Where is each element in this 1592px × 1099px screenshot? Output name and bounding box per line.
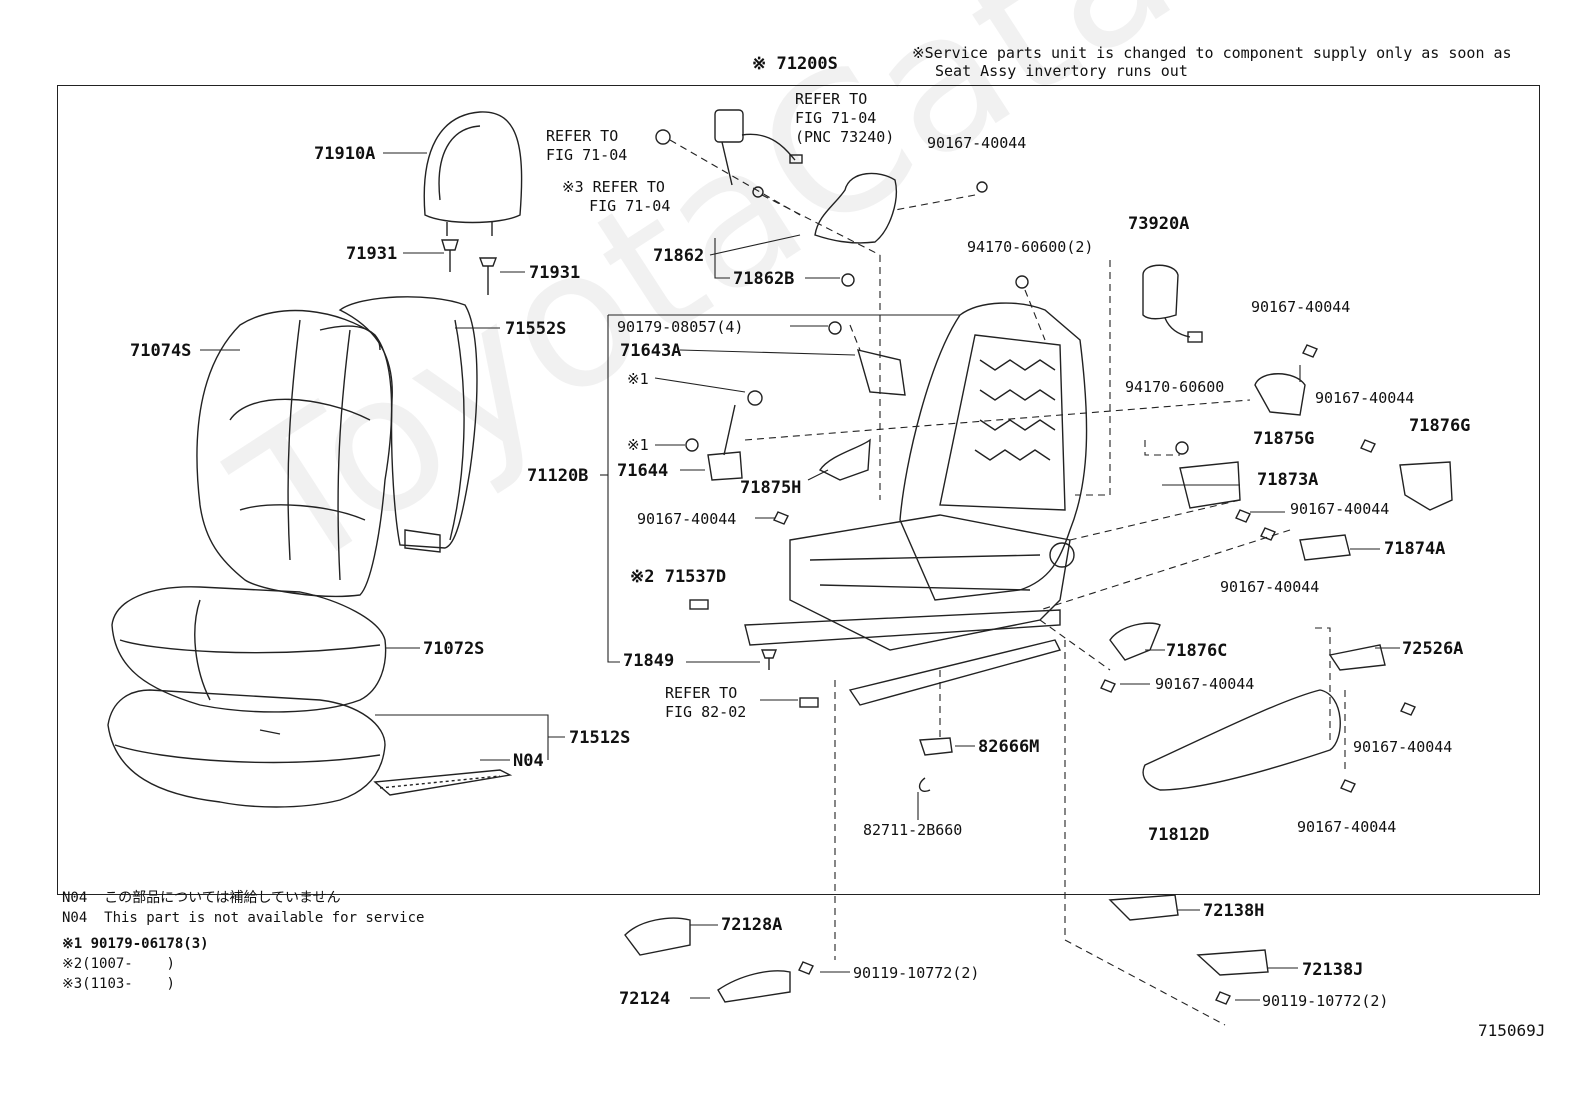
header-note-line2: Seat Assy invertory runs out	[935, 62, 1188, 80]
part-label-71876g: 71876G	[1409, 416, 1471, 436]
part-label-82666m: 82666M	[978, 737, 1040, 757]
part-label-90167-r4: 90167-40044	[1220, 578, 1320, 596]
lever-72526a	[1328, 644, 1386, 671]
shield-71812d	[1142, 689, 1341, 791]
part-label-71849: 71849	[623, 651, 675, 671]
footnote-star1: ※1 90179-06178(3)	[62, 936, 209, 952]
part-label-71862: 71862	[653, 246, 705, 266]
part-label-90167-r1: 90167-40044	[1251, 298, 1351, 316]
part-label-71910a: 71910A	[314, 144, 376, 164]
diagram-frame	[57, 85, 1540, 895]
seat-frame-drawing	[744, 302, 1088, 706]
footnote-star2: ※2(1007- )	[62, 956, 175, 972]
part-label-71874a: 71874A	[1384, 539, 1446, 559]
seatback-pad-drawing	[338, 296, 478, 553]
part-label-94170: 94170-60600	[1125, 378, 1225, 396]
part-label-71120b: 71120B	[527, 466, 589, 486]
part-label-90167-r6: 90167-40044	[1297, 818, 1397, 836]
leader-lines	[200, 152, 1400, 1001]
footnote-marker-1b: ※1	[627, 436, 649, 454]
n04-part-drawing	[373, 769, 513, 796]
part-label-71931-a: 71931	[346, 244, 398, 264]
part-label-90119-b: 90119-10772(2)	[1262, 992, 1389, 1010]
part-label-90167-left: 90167-40044	[637, 510, 737, 528]
cover-72138h	[1108, 894, 1179, 921]
footnote-marker-1a: ※1	[627, 370, 649, 388]
headrest-drawing	[423, 111, 523, 295]
part-label-71552s: 71552S	[505, 319, 567, 339]
part-label-72128a: 72128A	[721, 915, 783, 935]
part-label-90167-r2: 90167-40044	[1315, 389, 1415, 407]
part-71537d	[689, 599, 709, 610]
part-label-71072s: 71072S	[423, 639, 485, 659]
part-label-n04: N04	[513, 751, 544, 771]
part-label-90167-r5: 90167-40044	[1353, 738, 1453, 756]
bracket-71644	[707, 451, 743, 481]
part-label-72124: 72124	[619, 989, 671, 1009]
part-label-82711: 82711-2B660	[863, 821, 963, 839]
part-82666m	[919, 737, 953, 756]
refer-fig71-04-a: REFER TO FIG 71-04	[546, 127, 628, 164]
part-label-71644: 71644	[617, 461, 669, 481]
part-label-94170-2: 94170-60600(2)	[967, 238, 1094, 256]
part-label-71643a: 71643A	[620, 341, 682, 361]
part-label-71873a: 71873A	[1257, 470, 1319, 490]
footnote-star3: ※3(1103- )	[62, 976, 175, 992]
part-label-71931-b: 71931	[529, 263, 581, 283]
cover-71875h	[818, 438, 871, 481]
part-label-71537d: ※2 71537D	[630, 567, 727, 587]
part-label-71812d: 71812D	[1148, 825, 1210, 845]
refer-fig82-02: REFER TO FIG 82-02	[665, 684, 747, 721]
part-label-71862b: 71862B	[733, 269, 795, 289]
part-label-90167-r3: 90167-40044	[1290, 500, 1390, 518]
part-label-90167-c: 90167-40044	[1155, 675, 1255, 693]
part-label-72526a: 72526A	[1402, 639, 1464, 659]
part-label-72138j: 72138J	[1302, 960, 1364, 980]
figure-code: 715069J	[1478, 1021, 1546, 1040]
part-label-71875h: 71875H	[740, 478, 802, 498]
refer-fig71-04-pnc: REFER TO FIG 71-04 (PNC 73240)	[795, 90, 895, 146]
side-shield-drawing	[814, 172, 988, 287]
connector-fig82	[799, 697, 819, 708]
part-label-73920a: 73920A	[1128, 214, 1190, 234]
cover-72128a	[624, 917, 691, 956]
part-label-71512s: 71512S	[569, 728, 631, 748]
header-note-line1: ※Service parts unit is changed to compon…	[912, 44, 1512, 62]
bracket-71643a	[856, 349, 906, 396]
part-label-90179-4: 90179-08057(4)	[617, 318, 744, 336]
cover-71875g	[1254, 373, 1306, 416]
part-label-90167-top: 90167-40044	[927, 134, 1027, 152]
cover-71876g	[1399, 461, 1453, 511]
seat-belt-buckle-drawing	[655, 109, 803, 198]
airbag-73920a	[1142, 264, 1179, 320]
footnote-n04-en: N04 This part is not available for servi…	[62, 910, 425, 926]
seatback-cover-drawing	[196, 309, 393, 598]
cover-71874a	[1299, 534, 1351, 561]
part-label-72138h: 72138H	[1203, 901, 1265, 921]
dashed-guides	[669, 139, 1346, 1026]
cover-71876c	[1109, 622, 1161, 661]
cover-72138j	[1196, 949, 1269, 976]
part-label-71875g: 71875G	[1253, 429, 1315, 449]
part-label-71074s: 71074S	[130, 341, 192, 361]
cover-72124	[717, 970, 791, 1003]
seat-cushion-cover-drawing	[111, 586, 387, 713]
footnote-n04-jp: N04 この部品については補給していません	[62, 890, 341, 906]
refer-fig71-04-b: ※3 REFER TO FIG 71-04	[562, 178, 671, 215]
part-label-71200s: ※ 71200S	[752, 54, 838, 74]
part-label-71876c: 71876C	[1166, 641, 1228, 661]
seat-cushion-pad-drawing	[107, 689, 386, 808]
part-label-90119-a: 90119-10772(2)	[853, 964, 980, 982]
